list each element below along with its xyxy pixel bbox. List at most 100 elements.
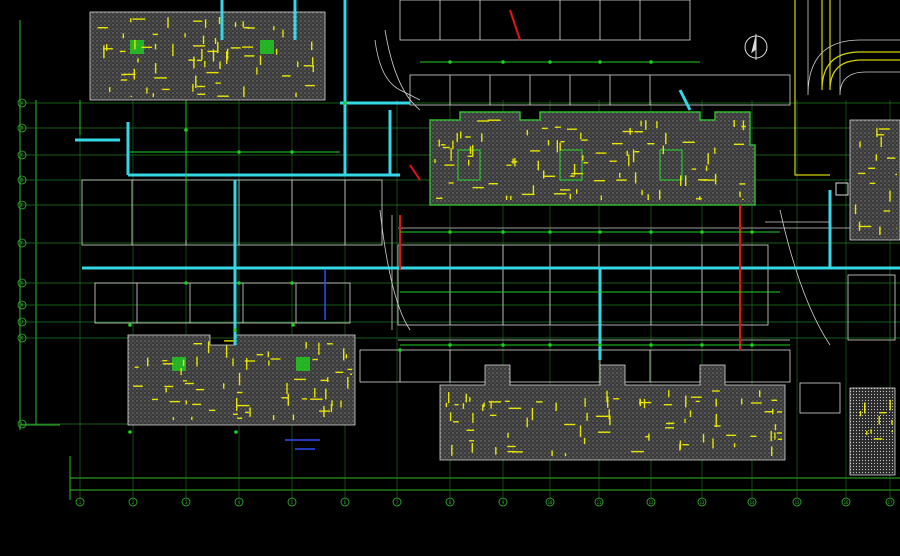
accent-blue-lines (285, 270, 326, 450)
grid-row-bubble: G (17, 278, 27, 288)
junction-dot (448, 60, 452, 64)
grid-column-bubble: 15 (792, 497, 802, 507)
grid-column-label: 4 (238, 500, 241, 505)
junction-dot (448, 230, 452, 234)
grid-column-bubble: 8 (445, 497, 455, 507)
grid-column-label: 17 (888, 500, 893, 505)
grid-column-label: 13 (700, 500, 705, 505)
grid-column-label: 10 (548, 500, 553, 505)
grid-column-bubble: 1 (75, 497, 85, 507)
junction-dot (233, 328, 237, 332)
grid-column-bubble: 3 (181, 497, 191, 507)
building-block-right (835, 119, 900, 241)
junction-dot (649, 60, 653, 64)
junction-dot (184, 281, 188, 285)
pipe-junction-points (128, 60, 754, 434)
parking-rows-right (359, 244, 896, 414)
grid-column-bubble: 10 (545, 497, 555, 507)
north-arrow-icon (744, 34, 768, 60)
grid-row-label: B (21, 126, 24, 131)
junction-dot (234, 430, 238, 434)
grid-column-label: 8 (449, 500, 452, 505)
grid-column-label: 2 (132, 500, 135, 505)
grid-row-bubble: A (17, 98, 27, 108)
grid-row-label: F (21, 241, 24, 246)
grid-column-bubble: 5 (287, 497, 297, 507)
junction-dot (448, 343, 452, 347)
junction-dot (750, 343, 754, 347)
grid-row-label: H (21, 303, 24, 308)
grid-row-bubble: C (17, 150, 27, 160)
grid-column-bubble: 11 (594, 497, 604, 507)
grid-column-label: 15 (795, 500, 800, 505)
junction-dot (598, 230, 602, 234)
grid-row-bubble: D (17, 175, 27, 185)
junction-dot (237, 281, 241, 285)
junction-dot (501, 60, 505, 64)
drawing-frame (19, 20, 900, 500)
parking-row-top (399, 0, 791, 106)
building-block-center (429, 111, 756, 206)
grid-column-label: 6 (344, 500, 347, 505)
junction-dot (598, 343, 602, 347)
grid-row-bubble: J (17, 317, 27, 327)
building-block-top-left (89, 11, 326, 101)
junction-dot (700, 230, 704, 234)
parking-rows-left (81, 179, 383, 324)
grid-row-label: A (21, 101, 24, 106)
grid-column-label: 3 (185, 500, 188, 505)
grid-column-bubble: 2 (128, 497, 138, 507)
junction-dot (548, 343, 552, 347)
grid-row-bubble: F (17, 238, 27, 248)
junction-dot (398, 348, 402, 352)
pipe-network-cyan (75, 0, 900, 360)
grid-column-bubble: 6 (340, 497, 350, 507)
junction-dot (501, 230, 505, 234)
junction-dot (291, 323, 295, 327)
grid-column-label: 5 (291, 500, 294, 505)
grid-row-label: J (21, 320, 23, 325)
pipe-network-green (79, 61, 790, 346)
grid-column-label: 14 (750, 500, 755, 505)
junction-dot (290, 150, 294, 154)
grid-row-bubble: B (17, 123, 27, 133)
road-outline-white (374, 0, 900, 346)
grid-column-bubble: 12 (646, 497, 656, 507)
grid-column-bubble: 14 (747, 497, 757, 507)
grid-row-bubble: K (17, 333, 27, 343)
grid-row-labels: A B C D E F G H J K L (17, 98, 27, 429)
building-block-bottom-right (849, 387, 896, 476)
junction-dot (548, 60, 552, 64)
grid-column-bubble: 9 (498, 497, 508, 507)
grid-column-label: 7 (396, 500, 399, 505)
grid-row-bubble: L (17, 419, 27, 429)
grid-column-label: 1 (79, 500, 82, 505)
interior-walls (97, 17, 897, 456)
grid-row-bubble: H (17, 300, 27, 310)
junction-dot (184, 128, 188, 132)
grid-column-bubble: 13 (697, 497, 707, 507)
grid-column-label: 12 (649, 500, 654, 505)
road-outline (794, 0, 900, 176)
junction-dot (128, 430, 132, 434)
grid-column-bubble: 7 (392, 497, 402, 507)
grid-row-label: L (21, 422, 24, 427)
junction-dot (237, 150, 241, 154)
grid-column-label: 11 (597, 500, 602, 505)
grid-column-bubble: 4 (234, 497, 244, 507)
junction-dot (128, 323, 132, 327)
grid-row-label: D (21, 178, 24, 183)
grid-row-bubble: E (17, 200, 27, 210)
grid-column-label: 9 (502, 500, 505, 505)
junction-dot (548, 230, 552, 234)
grid-column-bubble: 17 (885, 497, 895, 507)
grid-row-label: K (21, 336, 24, 341)
junction-dot (750, 230, 754, 234)
junction-dot (649, 343, 653, 347)
junction-dot (649, 230, 653, 234)
junction-dot (598, 60, 602, 64)
grid-row-label: C (21, 153, 24, 158)
grid-row-label: E (21, 203, 24, 208)
